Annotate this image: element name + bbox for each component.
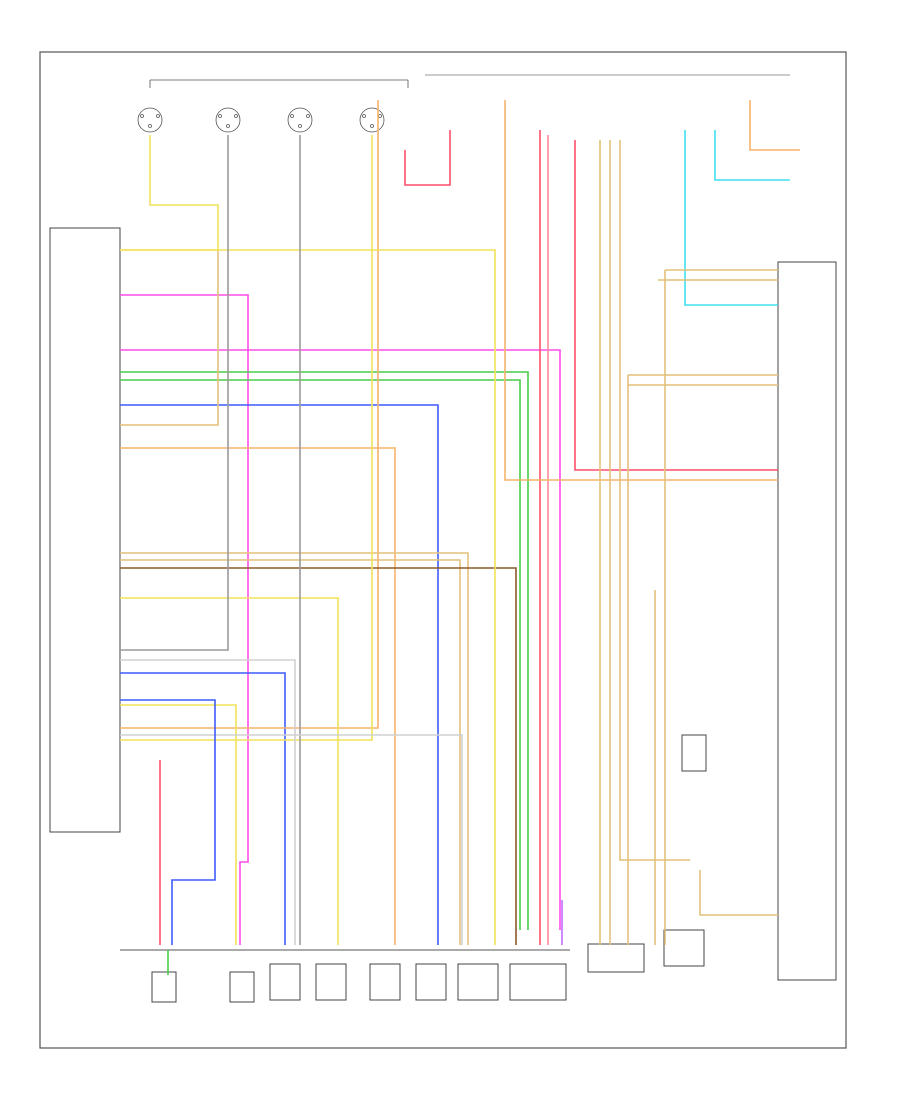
component-solenoid-2 xyxy=(315,963,347,1001)
wire-cyan-1 xyxy=(684,130,778,306)
wire-gray-4 xyxy=(120,734,463,945)
wire-tan-13 xyxy=(699,870,778,916)
wire-blue-2 xyxy=(120,672,286,945)
wire-green-1 xyxy=(120,371,529,930)
component-junction-block xyxy=(681,734,707,772)
wire-blue-1 xyxy=(120,404,439,945)
component-solenoid-1 xyxy=(269,963,301,1001)
pcm-module xyxy=(49,227,121,833)
wire-cyan-2 xyxy=(714,130,790,181)
wire-tan-2 xyxy=(120,552,469,945)
sensor-connector-3 xyxy=(287,107,313,133)
wire-group xyxy=(120,100,800,975)
component-solenoid-3 xyxy=(369,963,401,1001)
right-module xyxy=(777,261,837,981)
wire-tan-1 xyxy=(120,250,219,426)
component-relay-1 xyxy=(587,943,645,973)
wire-yellow-1 xyxy=(120,135,219,251)
wire-yellow-4 xyxy=(120,597,339,945)
sensor-connector-4 xyxy=(359,107,385,133)
wire-gray-3 xyxy=(120,659,296,945)
wire-yellow-5 xyxy=(120,704,237,945)
component-sensor-a xyxy=(151,971,177,1003)
wire-gray-2 xyxy=(120,135,229,651)
component-relay-2 xyxy=(663,929,705,967)
wire-blue-3 xyxy=(120,699,216,945)
wire-tan-3 xyxy=(120,559,461,945)
sensor-connector-1 xyxy=(137,107,163,133)
wire-orange-4 xyxy=(749,100,800,151)
component-range-switch xyxy=(509,963,567,1001)
sensor-connector-2 xyxy=(215,107,241,133)
wire-yellow-3 xyxy=(120,249,496,945)
wire-orange-3 xyxy=(504,100,778,481)
wire-magenta-1 xyxy=(120,294,249,945)
wire-brown-1 xyxy=(120,567,517,945)
wire-yellow-2 xyxy=(120,135,373,741)
wire-green-2 xyxy=(120,379,521,930)
component-sensor-b xyxy=(229,971,255,1003)
diagram-frame xyxy=(39,51,847,1049)
wire-red-2 xyxy=(404,130,451,186)
wire-orange-2 xyxy=(120,100,379,729)
wire-red-3 xyxy=(574,140,778,471)
wire-magenta-2 xyxy=(120,349,561,930)
component-solenoid-4 xyxy=(415,963,447,1001)
component-pressure-switch xyxy=(457,963,499,1001)
wire-orange-1 xyxy=(120,447,396,945)
wire-tan-12 xyxy=(619,140,690,861)
